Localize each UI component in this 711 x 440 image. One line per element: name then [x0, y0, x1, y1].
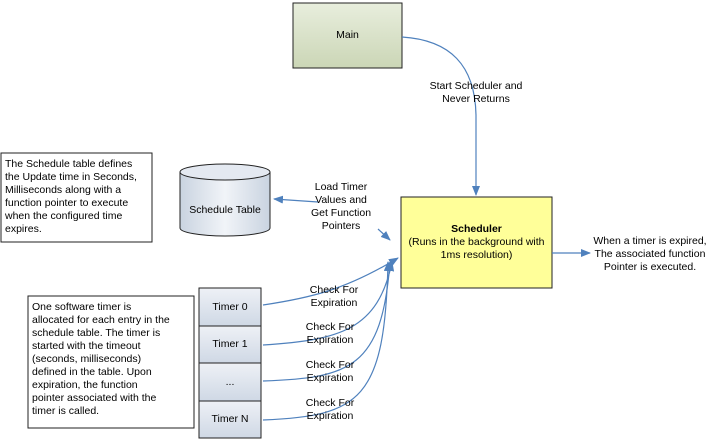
- timer-label-1: Timer 1: [212, 338, 248, 350]
- timer-label-n: Timer N: [211, 413, 249, 425]
- timer-note-box: [27, 295, 195, 429]
- scheduler-title: Scheduler: [451, 223, 502, 235]
- arrow-timer-ellipsis: [262, 261, 394, 382]
- arrow-timer-1: [262, 261, 395, 346]
- schedule-note-box: [0, 152, 153, 243]
- main-to-scheduler-label: Start Scheduler and Never Returns: [429, 80, 523, 105]
- schedule-table-label: Schedule Table: [189, 203, 261, 216]
- schedule-note-text: The Schedule table defines the Update ti…: [5, 158, 137, 235]
- check-label-0: Check For Expiration: [309, 284, 359, 309]
- arrow-to-schedule-table: [273, 195, 319, 204]
- timer-box-n: [198, 400, 262, 439]
- main-label: Main: [336, 29, 359, 41]
- main-box: [292, 2, 403, 69]
- arrow-timer-0: [262, 257, 399, 306]
- check-label-2: Check For Expiration: [305, 359, 355, 384]
- schedule-table-cylinder: [179, 163, 271, 237]
- expired-note-text: When a timer is expired, The associated …: [593, 235, 707, 273]
- check-label-1: Check For Expiration: [305, 321, 355, 346]
- timer-note-text: One software timer is allocated for each…: [32, 301, 170, 417]
- timer-box-ellipsis: [198, 362, 262, 402]
- arrow-main-to-scheduler: [401, 36, 480, 196]
- load-timer-label: Load Timer Values and Get Function Point…: [310, 181, 372, 232]
- timer-box-0: [198, 287, 262, 327]
- timer-box-1: [198, 325, 262, 364]
- scheduler-content: Scheduler (Runs in the background with 1…: [401, 197, 552, 288]
- arrow-timer-n: [262, 261, 392, 421]
- scheduler-box: [400, 196, 553, 289]
- timer-label-0: Timer 0: [212, 300, 248, 313]
- arrow-load-to-scheduler: [377, 228, 391, 241]
- check-label-3: Check For Expiration: [305, 397, 355, 422]
- scheduler-subtitle: (Runs in the background with 1ms resolut…: [408, 236, 545, 261]
- timer-label-ellipsis: ...: [225, 375, 235, 388]
